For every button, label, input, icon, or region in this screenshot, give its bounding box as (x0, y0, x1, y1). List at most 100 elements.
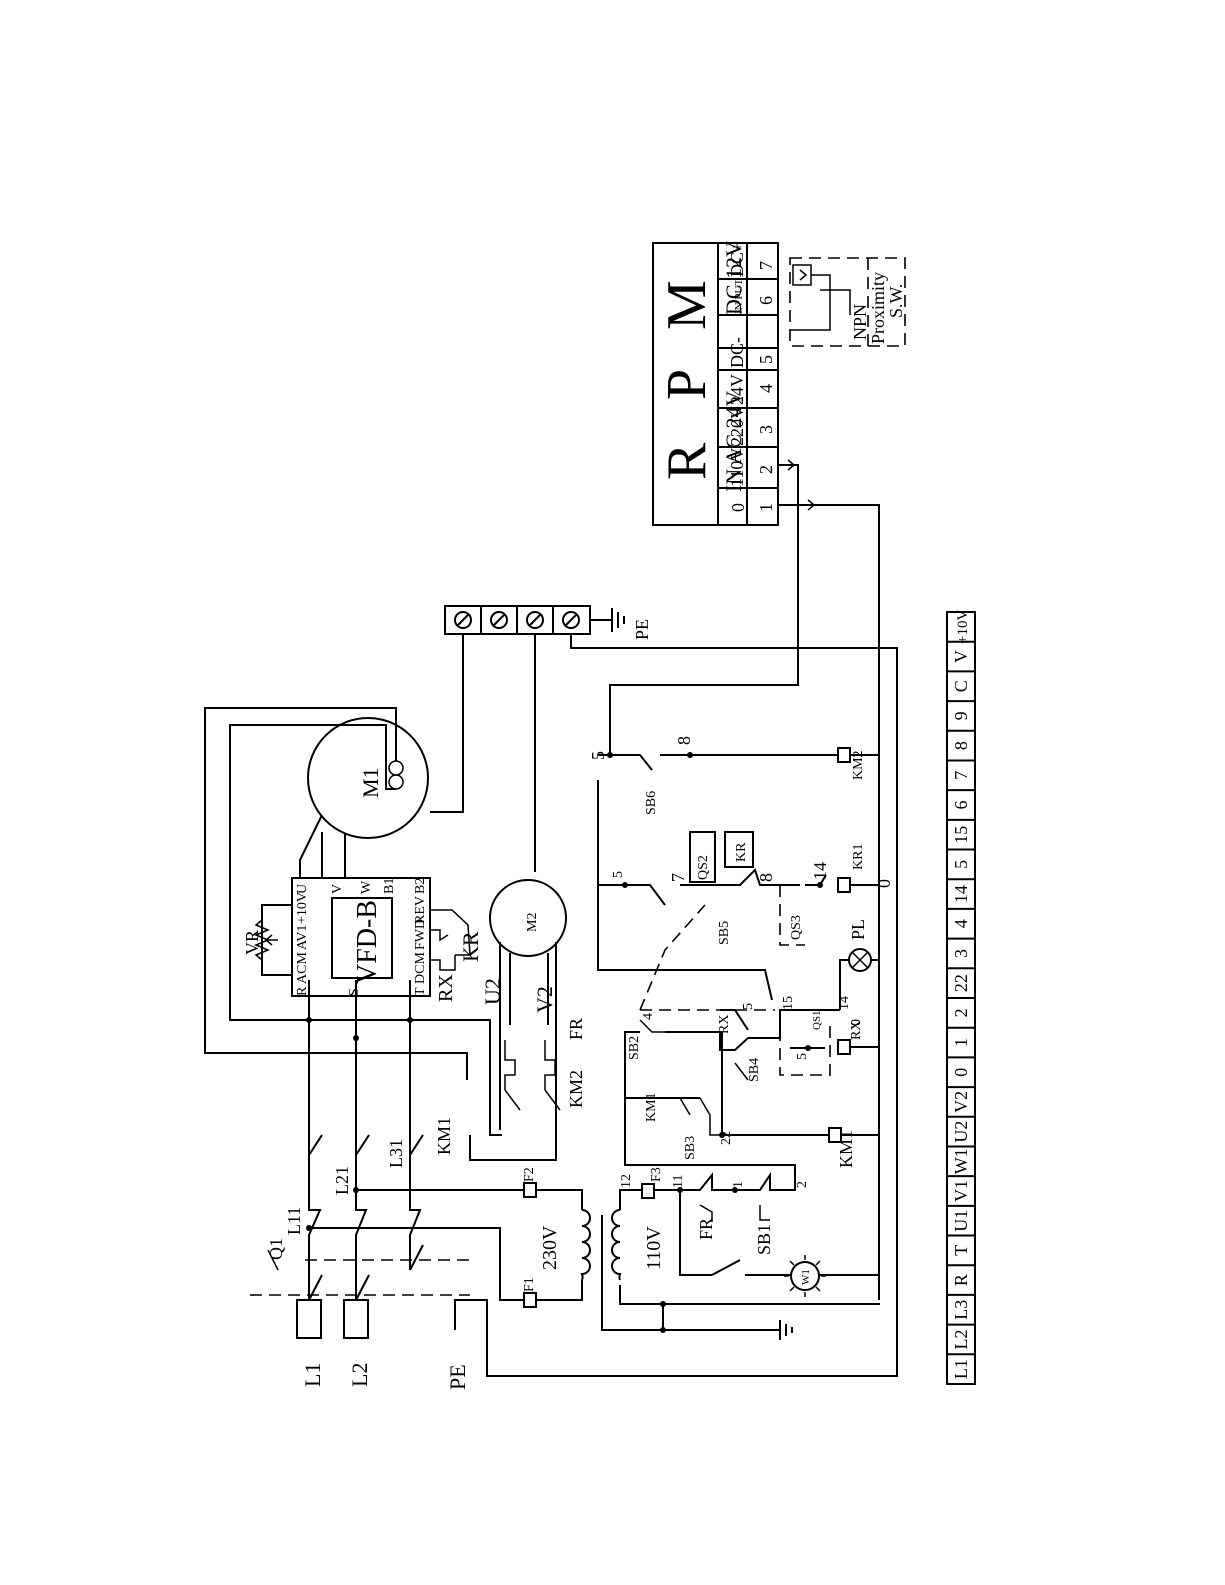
coil-km2-label: KM2 (851, 750, 866, 780)
motor-m2-km2-label: KM2 (566, 1070, 586, 1108)
vfd-terminal-u: U (295, 884, 310, 894)
coil-kr1-label: KR1 (851, 844, 866, 870)
motor-m2-lead-u2: U2 (480, 978, 505, 1005)
supply-fuse-l1 (296, 1299, 322, 1339)
wire-7-label: 14 (810, 862, 830, 880)
terminal-label: C (951, 680, 971, 692)
terminal-label: 6 (951, 801, 971, 810)
terminal-label: 14 (951, 885, 971, 903)
coil-rx (837, 1039, 851, 1055)
potentiometer-vr-label: VR (242, 930, 262, 955)
lamp-pl-label: PL (848, 919, 868, 940)
selector-qs2-box (689, 831, 716, 883)
vfd-name: VFD-B (352, 900, 383, 984)
terminal-label: 9 (951, 711, 971, 720)
proximity-sensor: NPN Proximity S.W. (789, 257, 906, 347)
selector-qs2-label: QS2 (696, 855, 711, 880)
supply-fuse-l2 (343, 1299, 369, 1339)
wire-11-label: 11 (671, 1175, 686, 1188)
wire-3-label: 4 (641, 1013, 656, 1020)
vfd-terminal-w: W (359, 880, 374, 894)
rpm-terminal-2: 2 (756, 465, 776, 474)
earth-screw-2 (490, 611, 508, 629)
terminal-label: L1 (951, 1359, 971, 1379)
vfd-terminal-r: R (295, 986, 310, 996)
rpm-terminal-4: 4 (756, 384, 776, 393)
control-fr-label: FR (696, 1218, 716, 1240)
vfd-terminals-top: R ACM AV1 +10V U (295, 884, 310, 996)
main-switch-q1-label: Q1 (266, 1238, 286, 1260)
vfd-display (331, 897, 393, 979)
motor-m1-symbol (307, 717, 429, 839)
supply-l2-label: L2 (347, 1363, 372, 1387)
km1-aux-label: KM1 (644, 1092, 659, 1122)
contact-kr-label: KR (734, 842, 749, 862)
pushbutton-sb3-label: SB3 (683, 1136, 698, 1160)
terminal-label: T (951, 1245, 971, 1256)
pushbutton-sb1-label: SB1 (754, 1224, 774, 1255)
lamp-pl: PL (839, 919, 880, 1010)
terminal-label: V (951, 650, 971, 663)
rpm-terminal-3: 3 (756, 425, 776, 434)
branch-l11-label: L11 (284, 1207, 304, 1235)
transformer-primary-label: 230V (539, 1225, 561, 1270)
rpm-letter-m: M (656, 280, 718, 330)
selector-qs3-label: QS3 (789, 915, 804, 940)
coil-km2 (837, 747, 851, 763)
lamp-w1-label: W1 (800, 1269, 812, 1285)
vfd-rx-label: RX (435, 974, 457, 1002)
rpm-letter-p: P (656, 369, 718, 400)
fuse-f2-label: F2 (522, 1167, 537, 1182)
vfd-terminal-fwd: FWD (413, 919, 428, 950)
terminal-label: R (951, 1274, 971, 1286)
rpm-meter-box (652, 242, 779, 526)
wire-6-label: 8 (756, 873, 776, 882)
potentiometer-vr: VR (242, 904, 292, 976)
terminal-label: 1 (951, 1038, 971, 1047)
control-transformer: F1 F2 230V 110V F3 12 11 (309, 1167, 880, 1340)
lamp-w1: W1 (711, 1255, 880, 1297)
vfd-terminal-acm: ACM (295, 952, 310, 984)
wire-1-label: 1 (731, 1181, 746, 1188)
terminal-label: L3 (951, 1300, 971, 1320)
coil-km1-label: KM1 (836, 1130, 856, 1168)
earth-screw-3 (526, 611, 544, 629)
pushbutton-sb2-label: SB2 (627, 1036, 642, 1060)
coil-rx-wire-0: 0 (849, 1019, 864, 1026)
vfd-terminal-v: V (330, 884, 345, 894)
fuse-f3-label: F3 (649, 1167, 664, 1182)
supply-pe-label: PE (445, 1364, 470, 1390)
vfd-terminal-dcm: DCM (413, 952, 428, 984)
terminal-label: 2 (951, 1008, 971, 1017)
pushbutton-sb5-label: SB5 (717, 921, 732, 945)
vfd-terminals-middle: S V (330, 884, 362, 996)
fuse-f2 (523, 1182, 537, 1198)
supply-l1-label: L1 (300, 1363, 325, 1387)
rpm-terminal-7: 7 (756, 261, 776, 270)
earth-screw-4 (562, 611, 580, 629)
wire-2-label: 2 (795, 1181, 810, 1188)
rpm-letter-r: R (656, 442, 718, 480)
rpm-label-220v: 220V (727, 406, 747, 446)
selector-qs1-label: QS1 (811, 1010, 823, 1030)
wire-5-label: 7 (668, 873, 688, 882)
terminal-label: 7 (951, 771, 971, 780)
transformer-secondary-label: 110V (643, 1226, 665, 1270)
rpm-terminal-0: 0 (728, 503, 748, 512)
motor-m2-fr-label: FR (566, 1018, 586, 1040)
rpm-meter: R P M IN AC 24V DC 12V 0 1 2 3 4 5 6 7 1… (652, 241, 906, 526)
vfd-terminal-rev: REV (413, 896, 428, 924)
sensor-proximity-label: Proximity (868, 272, 888, 344)
vfd-terminal-b1: B1 (382, 878, 397, 894)
terminal-label: 15 (951, 826, 971, 844)
fuse-f1 (523, 1292, 537, 1308)
vfd-terminal-10v: +10V (295, 892, 310, 924)
vfd-control-contacts: RX KR (430, 909, 483, 1002)
motor-m2-lead-v2: V2 (532, 986, 557, 1013)
contact-rx-label: RX (717, 1015, 732, 1034)
rpm-label-dc-minus: DC- (727, 337, 747, 368)
earth-screw-1 (454, 611, 472, 629)
vfd-terminals-bottom: T DCM FWD REV W B1 B2 (359, 878, 428, 996)
wire-4-label-c: 5 (611, 871, 626, 878)
